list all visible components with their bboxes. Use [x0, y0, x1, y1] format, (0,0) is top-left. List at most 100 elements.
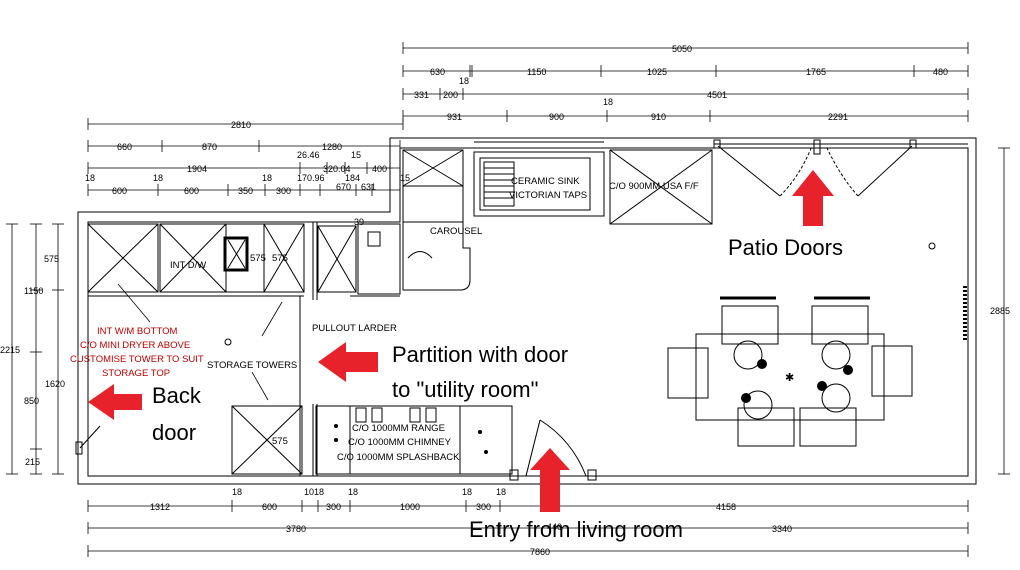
dim-b1-3: 10 [304, 487, 314, 497]
dim-b2-1: 3340 [772, 524, 792, 534]
storage-towers: STORAGE TOWERS 575 [207, 296, 303, 476]
dim-b1-7: 1000 [400, 502, 420, 512]
top-left-cabinets: INT D/W 575 575 [87, 223, 305, 297]
dim-left-1: 575 [44, 254, 59, 264]
dim-l3b-4: 170.96 [297, 173, 325, 183]
dim-left-3: 1620 [45, 379, 65, 389]
dim-r2-b: 200 [443, 90, 458, 100]
bottom-dimensions: 1312 18 600 10 18 18 300 1000 18 300 18 … [87, 487, 969, 557]
dim-b1-10: 18 [496, 487, 506, 497]
fridge-freezer: C/O 900MM USA F/F [609, 149, 713, 225]
dim-right: 2885 [990, 306, 1010, 316]
pullout-larder: PULLOUT LARDER [312, 223, 401, 334]
dim-r1-0: 630 [430, 67, 445, 77]
note-line-3: STORAGE TOP [102, 368, 170, 379]
dim-r2-c: 4501 [707, 90, 727, 100]
patio-doors [713, 139, 968, 250]
dim-overall-top: 5050 [672, 44, 692, 54]
arrow-partition [318, 342, 378, 382]
note-line-0: INT W/M BOTTOM [97, 326, 177, 337]
label-sink-1: CERAMIC SINK [511, 176, 580, 187]
dim-l3b-2: 350 [238, 186, 253, 196]
callout-back-1: Back [152, 383, 202, 408]
dim-r3-2: 910 [651, 112, 666, 122]
carousel-corner: CAROUSEL [402, 149, 482, 291]
dim-b2-0: 3780 [286, 524, 306, 534]
dim-l2-1: 26.46 [297, 150, 320, 160]
dim-left-4: 850 [24, 396, 39, 406]
dim-r3-1: 900 [549, 112, 564, 122]
callout-partition-2: to "utility room" [392, 377, 538, 402]
dim-r1-4: 480 [933, 67, 948, 77]
dim-r1-3: 1765 [806, 67, 826, 77]
right-dimension: 2885 [990, 147, 1010, 475]
dim-b1-11: 4158 [716, 502, 736, 512]
note-line-1: C/O MINI DRYER ABOVE [80, 340, 190, 351]
callouts: Patio Doors Partition with door to "util… [152, 235, 843, 542]
note-line-2: CUSTOMISE TOWER TO SUIT [70, 354, 204, 365]
dim-left-0: 2215 [0, 345, 20, 355]
dim-l2-2: 15 [351, 150, 361, 160]
dim-l3c-1: 631 [361, 182, 376, 192]
callout-entry: Entry from living room [469, 517, 683, 542]
dim-l3b-7: 15 [400, 173, 410, 183]
label-575-b: 575 [272, 253, 288, 264]
dim-r3-small: 18 [603, 97, 613, 107]
dim-left-2: 1150 [24, 286, 43, 296]
dim-l3b-0: 600 [112, 186, 127, 196]
back-door [75, 425, 101, 455]
callout-partition-1: Partition with door [392, 342, 568, 367]
label-575-a: 575 [250, 253, 266, 264]
dim-r1-2: 1025 [647, 67, 667, 77]
label-range-3: C/O 1000MM SPLASHBACK [337, 452, 460, 463]
arrow-patio [792, 170, 834, 226]
left-dimensions: 2215 575 1150 1620 850 215 [0, 223, 65, 475]
annotation-arrows [88, 170, 834, 512]
label-575-c: 575 [272, 436, 288, 447]
dim-l3b-1: 600 [184, 186, 199, 196]
dim-l1-0: 660 [117, 142, 132, 152]
label-storage: STORAGE TOWERS [207, 360, 297, 371]
label-int-dw: INT D/W [170, 260, 206, 271]
dim-l3a-0: 18 [85, 173, 95, 183]
dim-b1-5: 18 [348, 487, 358, 497]
arrow-back-door [88, 384, 142, 420]
dim-left-5: 215 [25, 457, 40, 467]
dim-b-overall: 7860 [530, 547, 550, 557]
dim-l3a-1: 18 [153, 173, 163, 183]
dim-r1-small: 18 [459, 76, 469, 86]
dim-l3a-2: 18 [262, 173, 272, 183]
centerpiece-icon: ✱ [785, 371, 794, 384]
dim-b1-2: 600 [262, 502, 277, 512]
sink: CERAMIC SINK VICTORIAN TAPS [473, 141, 605, 217]
dining-table: ✱ [667, 296, 913, 447]
dim-b-mid: 440 [547, 522, 562, 532]
callout-back-2: door [152, 420, 196, 445]
dim-l3c-0: 670 [336, 182, 351, 192]
dim-r3-0: 931 [447, 112, 462, 122]
dim-l2-3: 400 [372, 164, 387, 174]
dim-l3b-6: 184 [345, 173, 360, 183]
dim-l1-2: 1280 [322, 142, 342, 152]
dim-b1-9: 300 [476, 502, 491, 512]
dim-b1-8: 18 [462, 487, 472, 497]
dim-b1-0: 1312 [150, 502, 170, 512]
dim-b1-4: 18 [314, 487, 324, 497]
red-notes: INT W/M BOTTOM C/O MINI DRYER ABOVE CUST… [70, 283, 204, 379]
label-range-1: C/O 1000MM RANGE [352, 423, 445, 434]
dim-r3-3: 2291 [828, 112, 848, 122]
dishwasher-icon [223, 236, 249, 272]
arrow-entry [530, 448, 570, 512]
dim-l2-0: 1904 [187, 164, 207, 174]
callout-patio: Patio Doors [728, 235, 843, 260]
dim-l3b-5: 320.04 [323, 164, 351, 174]
walls [77, 137, 977, 485]
dim-b1-1: 18 [232, 487, 242, 497]
label-sink-2: VICTORIAN TAPS [509, 190, 587, 201]
dim-l1-1: 870 [202, 142, 217, 152]
label-pullout: PULLOUT LARDER [312, 323, 397, 334]
dim-left-total: 2810 [231, 120, 251, 130]
entry-door [509, 419, 597, 481]
range-cooker: C/O 1000MM RANGE C/O 1000MM CHIMNEY C/O … [315, 405, 513, 475]
